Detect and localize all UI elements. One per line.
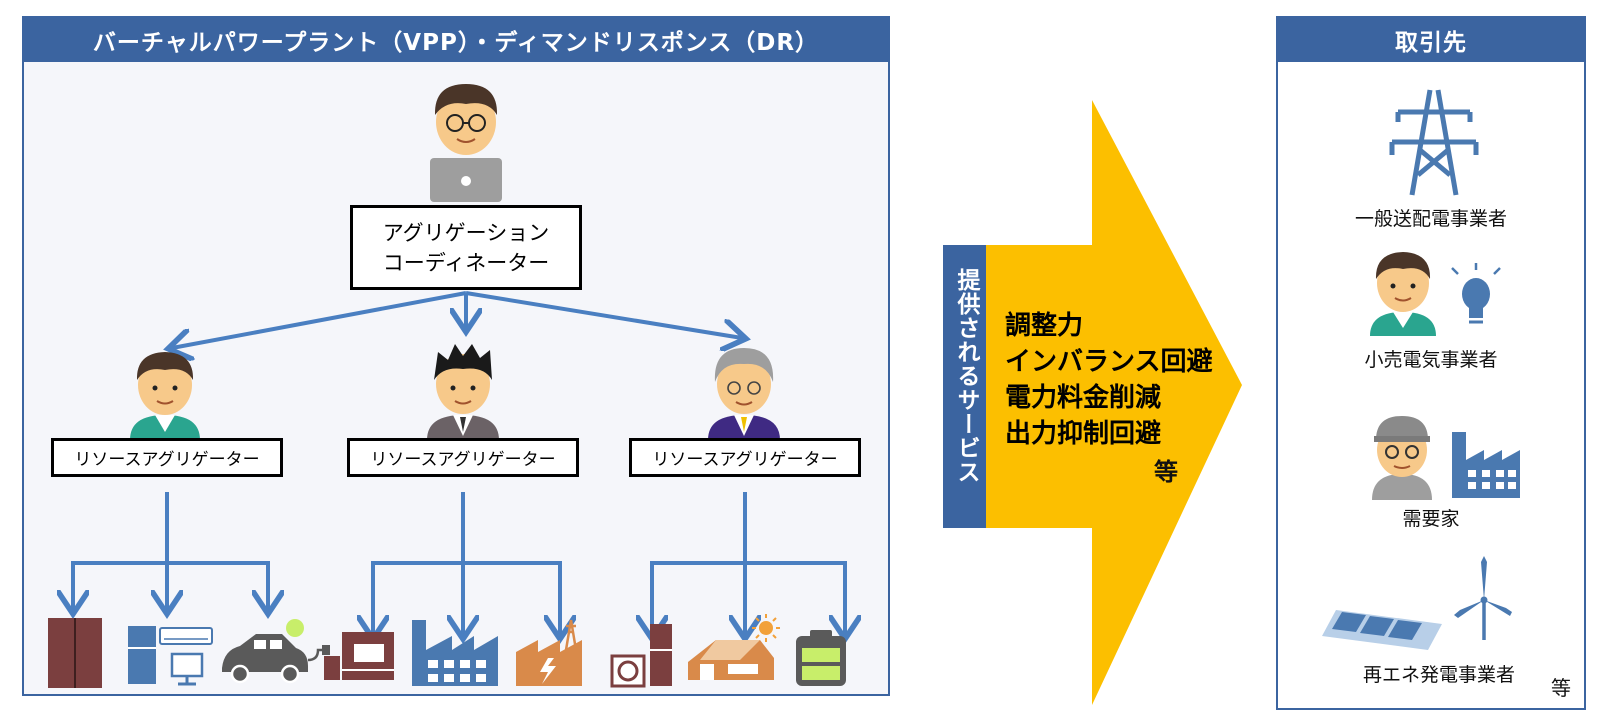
partner-consumer: 需要家 xyxy=(1402,508,1460,530)
generator-icon xyxy=(324,632,394,680)
battery-icon xyxy=(796,630,846,686)
partners-panel: 取引先 xyxy=(1276,16,1586,710)
partner-transmission-operator: 一般送配電事業者 xyxy=(1354,208,1507,230)
heat-pump-icon xyxy=(610,624,672,688)
services-vertical-label: 提供されるサービス xyxy=(953,268,979,484)
worker-icon xyxy=(1372,416,1432,500)
service-item-3: 電力料金削減 xyxy=(1005,383,1162,413)
person-icon xyxy=(708,348,780,440)
partners-etc: 等 xyxy=(1551,676,1571,700)
factory-icon xyxy=(412,620,498,686)
factory-icon xyxy=(1452,432,1520,498)
resource-aggregator-box-3: リソースアグリゲーター xyxy=(629,438,861,477)
partners-panel-title: 取引先 xyxy=(1278,18,1584,62)
aggregation-coordinator-box: アグリゲーション コーディネーター xyxy=(350,205,582,290)
service-item-4: 出力抑制回避 xyxy=(1005,419,1162,449)
resource-aggregator-box-1: リソースアグリゲーター xyxy=(51,438,283,477)
person-icon xyxy=(427,344,499,440)
partner-retail-electricity: 小売電気事業者 xyxy=(1364,349,1498,371)
solar-panel-icon xyxy=(1322,610,1442,650)
services-list: 調整力 インバランス回避 電力料金削減 出力抑制回避 xyxy=(1005,308,1212,452)
coordinator-label-line2: コーディネーター xyxy=(382,250,550,275)
air-conditioner-icon xyxy=(128,626,213,686)
service-item-1: 調整力 xyxy=(1005,311,1084,341)
coordinator-label-line1: アグリゲーション xyxy=(382,220,550,245)
services-etc: 等 xyxy=(1154,458,1178,486)
light-bulb-icon xyxy=(1451,263,1501,324)
wind-turbine-icon xyxy=(1454,556,1512,640)
person-icon xyxy=(1370,252,1436,336)
transmission-tower-icon xyxy=(1389,89,1479,196)
partners-panel-body xyxy=(1278,62,1584,708)
resource-aggregator-box-2: リソースアグリゲーター xyxy=(347,438,579,477)
solar-house-icon xyxy=(688,614,780,680)
vpp-panel-title: バーチャルパワープラント（VPP）・ディマンドリスポンス（DR） xyxy=(24,18,888,62)
power-plant-icon xyxy=(516,619,582,686)
electric-car-icon xyxy=(222,619,330,684)
refrigerator-icon xyxy=(48,618,102,688)
person-icon xyxy=(130,352,200,440)
partner-renewable-generator: 再エネ発電事業者 xyxy=(1362,664,1515,686)
service-item-2: インバランス回避 xyxy=(1005,347,1213,377)
